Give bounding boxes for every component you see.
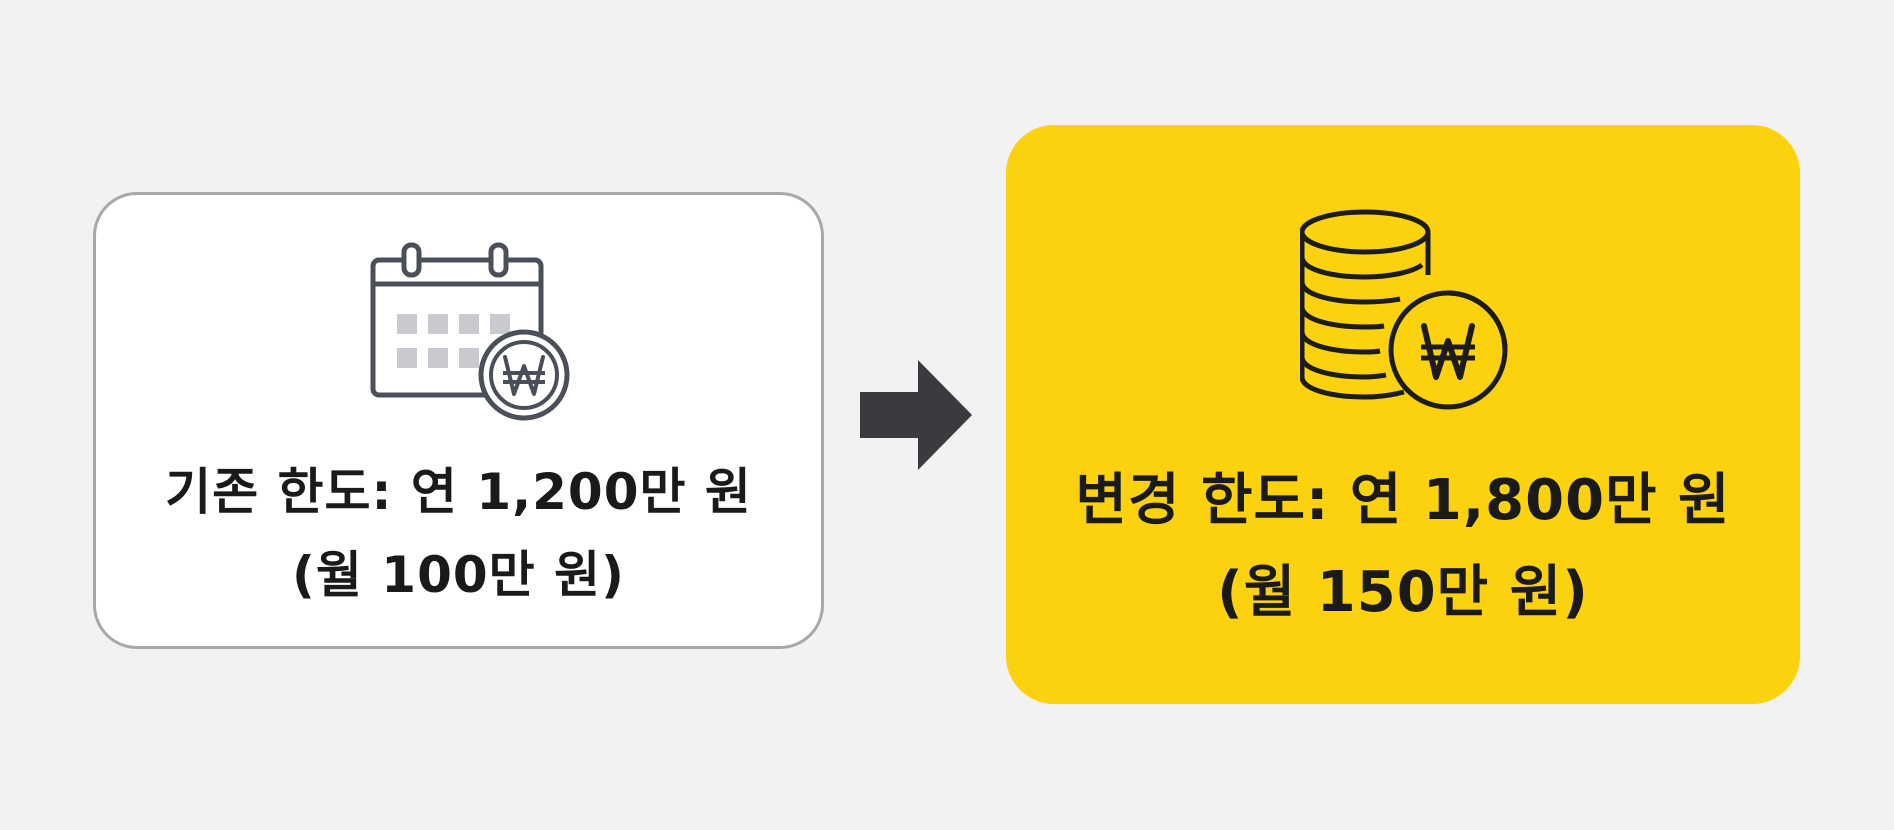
new-limit-card: [1006, 125, 1800, 704]
previous-limit-annual: 기존 한도: 연 1,200만 원: [165, 463, 752, 521]
previous-limit-monthly: (월 100만 원): [292, 546, 625, 604]
arrow-right-icon: [860, 360, 972, 470]
new-limit-monthly: (월 150만 원): [1217, 560, 1589, 625]
coins-won-icon: [1300, 209, 1508, 410]
calendar-won-icon: [370, 242, 570, 421]
previous-limit-card: [93, 192, 824, 649]
new-limit-annual: 변경 한도: 연 1,800만 원: [1075, 468, 1731, 533]
